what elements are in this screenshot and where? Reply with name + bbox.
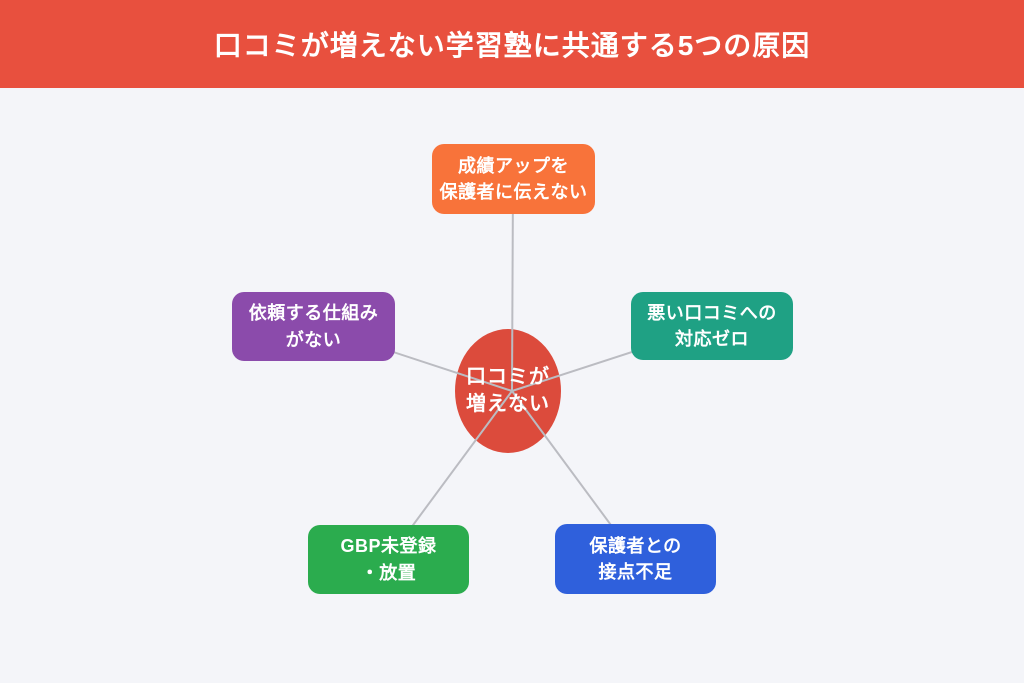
cause-node-right: 悪い口コミへの 対応ゼロ xyxy=(631,292,793,360)
diagram-canvas: 口コミが 増えない 成績アップを 保護者に伝えない 悪い口コミへの 対応ゼロ 保… xyxy=(0,88,1024,683)
cause-node-bottom-left: GBP未登録 ・放置 xyxy=(308,525,469,594)
cause-node-left: 依頼する仕組み がない xyxy=(232,292,395,361)
page-title: 口コミが増えない学習塾に共通する5つの原因 xyxy=(213,30,811,61)
center-node-label: 口コミが 増えない xyxy=(466,366,550,415)
cause-node-top: 成績アップを 保護者に伝えない xyxy=(432,144,595,214)
connector-top xyxy=(511,178,514,392)
cause-node-bottom-right: 保護者との 接点不足 xyxy=(555,524,716,594)
title-banner: 口コミが増えない学習塾に共通する5つの原因 xyxy=(0,0,1024,88)
